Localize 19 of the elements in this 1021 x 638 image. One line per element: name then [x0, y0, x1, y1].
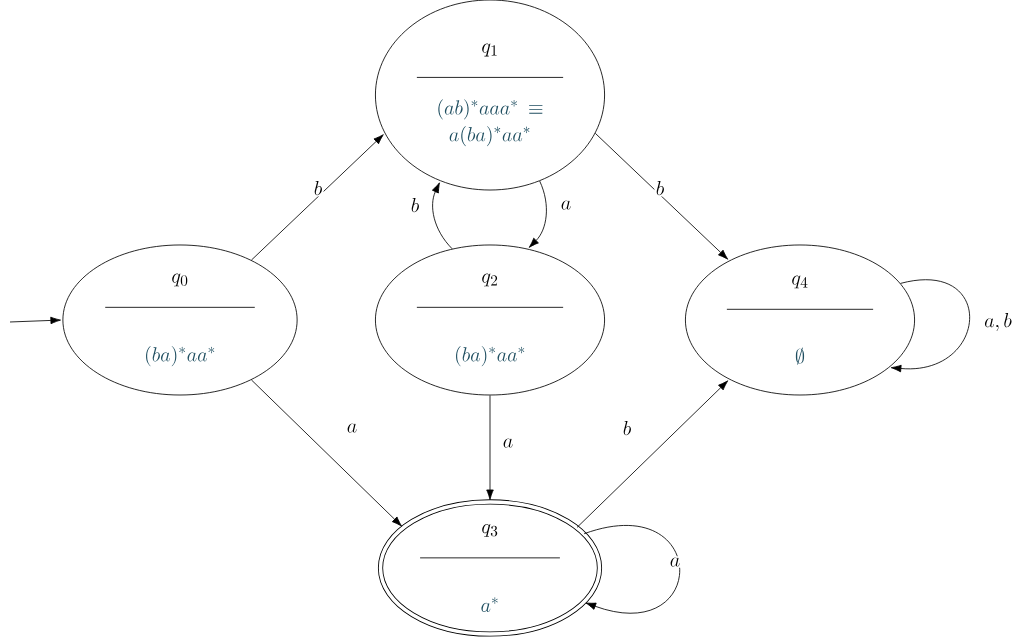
edge-label: $a$: [501, 437, 515, 449]
arrow: [251, 379, 402, 527]
arrow: [251, 134, 384, 261]
arrow: [432, 182, 453, 250]
arrow: [594, 132, 729, 260]
arrow: [486, 395, 494, 501]
arrow: [9, 316, 61, 325]
edge-label: $b$: [312, 179, 324, 197]
edge-label: $b$: [654, 179, 666, 197]
edge-label: $b$: [621, 419, 633, 437]
arrow: [583, 525, 681, 614]
edge-label: $a$: [668, 556, 682, 568]
edge-label: $a$: [345, 422, 359, 434]
edge-label: $a, b$: [982, 311, 1014, 333]
arrow: [890, 279, 971, 373]
arrow: [528, 180, 547, 248]
edge-label: $a$: [559, 199, 573, 211]
arrow: [576, 380, 729, 528]
edge-label: $b$: [409, 196, 421, 214]
